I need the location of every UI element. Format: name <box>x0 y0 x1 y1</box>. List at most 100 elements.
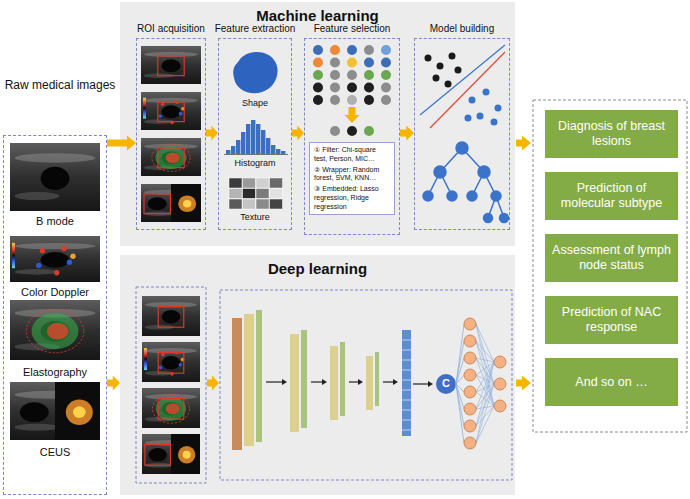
tissue-band <box>15 269 60 275</box>
feature-dot <box>313 95 323 105</box>
box-text: Assessment of lymph node status <box>551 243 672 273</box>
feature-dot <box>347 83 357 93</box>
caption-label: Elastography <box>5 366 105 379</box>
vector-cell <box>402 350 411 351</box>
neuron <box>464 352 476 364</box>
decision-tree <box>500 214 509 223</box>
scatter-plot <box>477 113 484 120</box>
histogram-bar <box>276 149 280 154</box>
doppler-signal <box>36 263 41 268</box>
box-text: ③ Embedded: Lasso regression, Ridge regr… <box>314 185 390 211</box>
feature-dot <box>347 45 357 55</box>
vector-cell <box>402 420 411 421</box>
ultrasound-image <box>141 138 201 176</box>
feature-dot <box>347 70 357 80</box>
ultrasound-image <box>141 92 201 130</box>
contrast-view <box>171 184 201 222</box>
neuron <box>464 437 476 449</box>
feature-dot <box>364 83 374 93</box>
box-text: And so on … <box>575 375 647 390</box>
contrast-view <box>55 382 100 440</box>
output-group-frame <box>533 100 687 432</box>
contrast-view <box>171 434 200 474</box>
selected-feature-dot <box>364 126 374 136</box>
conv-layers <box>290 334 299 432</box>
doppler-signal <box>70 254 75 259</box>
caption-label: CEUS <box>5 446 105 459</box>
texture-cell <box>229 199 242 209</box>
histogram-bar <box>251 120 255 154</box>
heading-label: Feature extraction <box>205 23 305 35</box>
feature-dot <box>330 58 340 68</box>
elasticity-map <box>155 146 186 169</box>
output-box: Prediction of NAC response <box>545 296 678 344</box>
feature-dot <box>330 70 340 80</box>
block-arrow <box>107 376 120 391</box>
ultrasound-image <box>141 46 201 84</box>
ultrasound-image <box>10 300 100 360</box>
scatter-plot <box>455 67 462 74</box>
histogram-bar <box>281 151 285 154</box>
conv-layers <box>330 346 338 420</box>
neuron <box>464 420 476 432</box>
feature-dot <box>330 45 340 55</box>
ultrasound-image <box>142 296 200 336</box>
output-box: Prediction of molecular subtype <box>545 172 678 220</box>
texture-cell <box>270 189 283 199</box>
layer-arrow <box>413 383 428 384</box>
decision-tree <box>456 142 468 154</box>
concat-circle: C <box>436 374 456 394</box>
conv-layers <box>366 356 373 410</box>
selected-feature-dot <box>347 126 357 136</box>
color-scale <box>143 98 146 119</box>
texture-cell <box>229 178 242 188</box>
ultrasound-image <box>10 300 100 360</box>
roi-outline <box>158 352 184 373</box>
histogram-axis <box>224 154 288 155</box>
feature-dot <box>381 45 391 55</box>
decision-tree <box>467 191 477 201</box>
contrast-enhancement <box>183 200 191 208</box>
caption-label: Shape <box>218 98 292 109</box>
scatter-plot <box>491 119 498 126</box>
vector-cell <box>402 340 411 341</box>
box-text: Prediction of molecular subtype <box>551 181 672 211</box>
texture-feature <box>229 178 283 209</box>
lesion <box>162 310 181 324</box>
block-arrow <box>516 376 531 391</box>
texture-cell <box>229 189 242 199</box>
ultrasound-image <box>10 236 100 282</box>
texture-cell <box>256 189 269 199</box>
scatter-plot <box>465 115 472 122</box>
roi-outline <box>158 102 184 122</box>
ultrasound-image <box>10 143 100 211</box>
doppler-signal <box>179 112 183 116</box>
elasticity-map <box>32 313 79 349</box>
tissue-band <box>15 153 96 163</box>
decision-tree <box>423 191 433 201</box>
scatter-plot <box>495 105 502 112</box>
box-text: ① Filter: Chi-square test, Person, MIC… <box>314 146 390 164</box>
neuron <box>464 369 476 381</box>
ultrasound-image <box>141 46 201 84</box>
heading-label: Raw medical images <box>1 78 119 92</box>
scatter-plot <box>449 53 456 60</box>
neuron <box>464 335 476 347</box>
roi-outline <box>144 194 170 214</box>
histogram-bar <box>231 146 235 154</box>
feature-dot <box>381 58 391 68</box>
elasticity-map <box>166 152 180 163</box>
block-arrow <box>516 136 531 151</box>
color-scale <box>144 348 147 370</box>
feature-dot <box>347 58 357 68</box>
vector-cell <box>402 370 411 371</box>
conv-layers <box>244 314 254 446</box>
vector-cell <box>402 390 411 391</box>
decision-tree <box>484 214 493 223</box>
scatter-plot <box>469 97 476 104</box>
elasticity-outline <box>152 144 190 171</box>
doppler-signal <box>179 363 182 366</box>
ultrasound-image <box>141 138 201 176</box>
ultrasound-image <box>142 434 200 474</box>
conv-layers <box>256 310 262 442</box>
